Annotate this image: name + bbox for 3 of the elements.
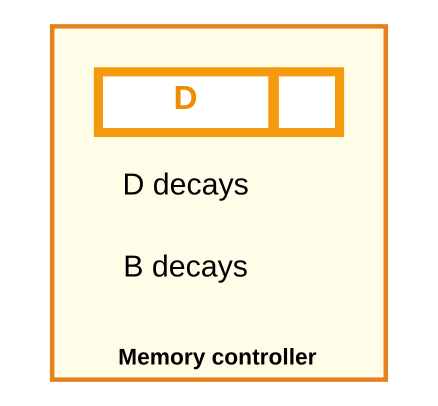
label: D decays [122,168,249,202]
label: B decays [123,250,248,284]
node-box [270,67,344,138]
